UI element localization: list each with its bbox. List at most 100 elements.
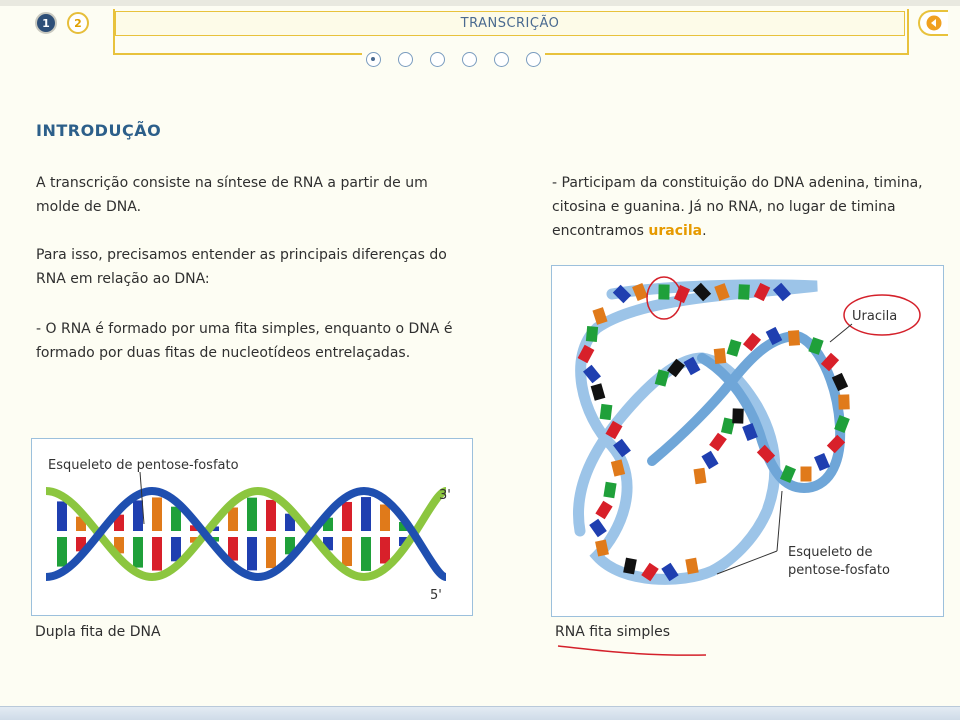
paragraph-strands: - O RNA é formado por uma fita simples, …	[36, 321, 453, 361]
nucleotide-tile	[266, 499, 276, 531]
nucleotide-tile	[133, 537, 143, 568]
nucleotide-tile	[720, 417, 736, 435]
bases-text: - Participam da constituição do DNA aden…	[552, 175, 923, 239]
section-dot-4[interactable]	[462, 51, 477, 67]
page-2-button[interactable]: 2	[67, 12, 89, 34]
paragraph-bases: - Participam da constituição do DNA aden…	[552, 171, 952, 243]
window-top-edge	[0, 0, 960, 6]
nucleotide-tile	[610, 459, 626, 477]
nucleotide-tile	[632, 282, 648, 302]
nucleotide-tile	[834, 415, 850, 433]
nucleotide-tile	[658, 284, 670, 300]
nucleotide-tile	[599, 403, 613, 421]
nucleotide-tile	[756, 444, 776, 464]
nucleotide-tile	[228, 537, 238, 561]
rna-nucleotides	[577, 282, 850, 582]
bases-text-end: .	[702, 223, 707, 239]
nucleotide-tile	[114, 514, 124, 531]
dna-helix-illustration: Esqueleto de pentose-fosfato 3' 5'	[45, 458, 451, 603]
nucleotide-tile	[742, 423, 758, 441]
nucleotide-tile	[683, 356, 701, 376]
nucleotide-tile	[266, 537, 276, 569]
nucleotide-tile	[76, 537, 86, 552]
paragraph-differences: Para isso, precisamos entender as princi…	[36, 247, 447, 287]
rna-figure: Uracila Esqueleto de pentose-fosfato	[551, 265, 944, 617]
nucleotide-tile	[590, 383, 606, 401]
nucleotide-tile	[661, 562, 679, 582]
section-heading: INTRODUÇÃO	[36, 121, 162, 140]
nucleotide-tile	[726, 339, 742, 357]
dna-backbone-blue	[45, 486, 448, 582]
uracil-circle-annotation	[646, 276, 682, 320]
nucleotide-tile	[361, 497, 371, 531]
nucleotide-tile	[228, 507, 238, 531]
nucleotide-tile	[673, 284, 691, 304]
section-dot-6[interactable]	[526, 51, 541, 67]
nucleotide-tile	[133, 500, 143, 531]
nucleotide-tile	[713, 347, 727, 365]
section-dot-2[interactable]	[398, 51, 413, 67]
nucleotide-tile	[361, 537, 371, 571]
nucleotide-tile	[190, 537, 200, 543]
page-1-button[interactable]: 1	[35, 12, 57, 34]
nucleotide-tile	[623, 557, 637, 575]
nucleotide-tile	[692, 282, 712, 302]
nucleotide-tile	[693, 467, 707, 485]
nucleotide-tile	[380, 504, 390, 531]
uracila-label-circle	[843, 294, 921, 336]
section-dot-5[interactable]	[494, 51, 509, 67]
arrow-left-icon	[926, 15, 942, 31]
back-button[interactable]	[918, 10, 948, 36]
nucleotide-tile	[605, 420, 623, 440]
nucleotide-tile	[772, 282, 792, 302]
nucleotide-tile	[323, 537, 333, 551]
nucleotide-tile	[171, 537, 181, 562]
nucleotide-tile	[701, 450, 719, 470]
uracila-label: Uracila	[852, 309, 897, 324]
rna-backbone-label-1: Esqueleto de	[788, 545, 873, 560]
nucleotide-tile	[808, 337, 824, 355]
nucleotide-tile	[738, 284, 750, 300]
nucleotide-tile	[190, 525, 200, 531]
nucleotide-tile	[577, 344, 595, 364]
rna-strand-illustration: Uracila Esqueleto de pentose-fosfato	[573, 276, 921, 585]
paragraph-intro: A transcrição consiste na síntese de RNA…	[36, 175, 428, 215]
bottom-scrollbar[interactable]	[0, 706, 960, 720]
nucleotide-tile	[667, 358, 685, 378]
nucleotide-tile	[589, 518, 607, 538]
nucleotide-tile	[285, 537, 295, 555]
nucleotide-tile	[765, 326, 783, 346]
nucleotide-tile	[152, 497, 162, 531]
nucleotide-tile	[714, 283, 730, 301]
nucleotide-tile	[342, 501, 352, 531]
nucleotide-tile	[380, 537, 390, 564]
nucleotide-tile	[57, 537, 67, 567]
nucleotide-tile	[826, 434, 846, 454]
rna-backbone-label-2: pentose-fosfato	[788, 563, 890, 578]
nucleotide-tile	[641, 562, 659, 582]
nucleotide-tile	[831, 372, 849, 392]
nucleotide-tile	[595, 539, 609, 557]
dna-caption: Dupla fita de DNA	[35, 624, 161, 640]
nucleotide-tile	[57, 501, 67, 531]
page-title: TRANSCRIÇÃO	[115, 11, 905, 36]
nucleotide-tile	[595, 500, 613, 520]
nucleotide-tile	[247, 497, 257, 531]
nucleotide-tile	[709, 432, 727, 452]
nucleotide-tile	[613, 438, 631, 458]
nucleotide-tile	[76, 516, 86, 531]
dna-backbone-green	[45, 486, 448, 582]
nucleotide-tile	[654, 369, 670, 387]
nucleotide-tile	[342, 537, 352, 567]
nucleotide-tile	[583, 364, 601, 384]
nucleotide-tile	[152, 537, 162, 571]
dna-backbone-label: Esqueleto de pentose-fosfato	[48, 458, 239, 473]
nucleotide-tile	[247, 537, 257, 571]
section-dot-1[interactable]	[366, 51, 381, 67]
dna-base-pairs	[57, 497, 409, 571]
nucleotide-tile	[323, 517, 333, 531]
nucleotide-tile	[285, 513, 295, 531]
section-dot-3[interactable]	[430, 51, 445, 67]
caption-underline-annotation	[557, 645, 707, 656]
dna-3prime-label: 3'	[439, 488, 451, 503]
